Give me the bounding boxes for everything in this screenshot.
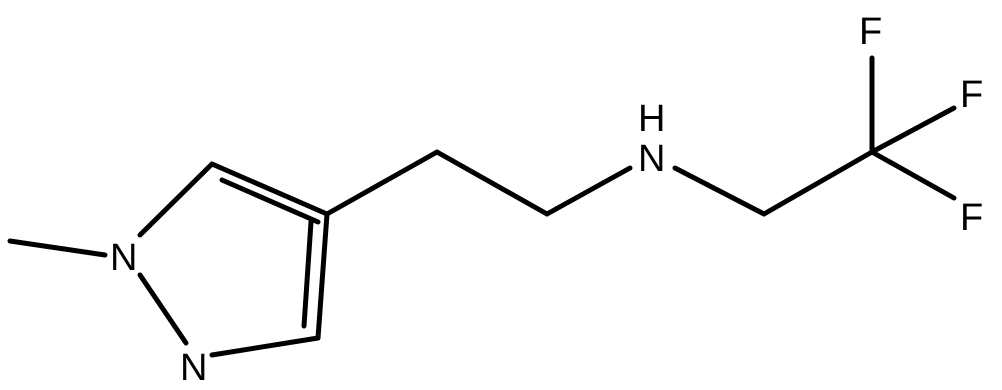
- atom-f-top-label: F: [859, 11, 882, 53]
- bond-c4-c3: [315, 211, 330, 341]
- bond-n1-c5: [137, 161, 215, 238]
- bond-ch2b-nh: [544, 165, 633, 217]
- bond-nh-ch2c: [672, 165, 767, 217]
- atom-f-bottom-label: F: [960, 197, 983, 239]
- atom-f-right-label: F: [960, 74, 983, 116]
- bond-c4-ch2a: [324, 149, 440, 217]
- atom-nh-h-label: H: [638, 98, 665, 140]
- atom-n2-label: N: [180, 347, 207, 389]
- bond-c4-c3-double: [301, 219, 314, 329]
- bond-ch2c-cf3: [761, 149, 875, 217]
- bond-c5-c4-double: [219, 177, 321, 225]
- bond-methyl-n1: [7, 238, 108, 258]
- bond-ch2a-ch2b: [434, 149, 550, 217]
- atom-n1-label: N: [110, 237, 137, 279]
- bond-cf3-f-right: [869, 105, 957, 155]
- bond-c5-c4: [209, 161, 330, 217]
- bond-c3-n2: [209, 335, 321, 358]
- bond-cf3-f-bottom: [869, 149, 957, 201]
- bond-n2-n1: [137, 272, 189, 346]
- atom-nh-n-label: N: [638, 138, 665, 180]
